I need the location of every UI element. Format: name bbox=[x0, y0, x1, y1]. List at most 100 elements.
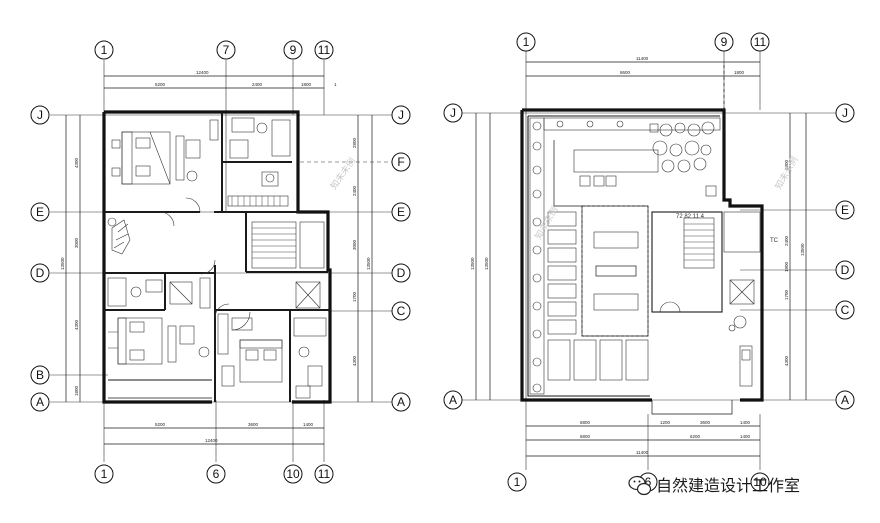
r-dim-top-1: 8600 bbox=[620, 70, 631, 75]
dim-bottom-3: 1400 bbox=[303, 422, 314, 427]
grid-bubble-top-11 bbox=[314, 40, 334, 60]
r-grid-bubble-right-E bbox=[835, 200, 855, 220]
right-floor-plan: 11400 8600 1800 6800 1200 3600 1400 6800… bbox=[443, 32, 855, 492]
tree-cluster bbox=[649, 121, 717, 197]
dim-top-3: 1800 bbox=[301, 82, 312, 87]
grid-bubble-top-7 bbox=[216, 40, 236, 60]
grid-label-right-F: F bbox=[397, 155, 404, 169]
grid-label-right-D: D bbox=[397, 266, 406, 280]
grid-bubble-left-A bbox=[30, 392, 50, 412]
r-grid-label-top-11: 11 bbox=[754, 35, 767, 49]
stair-label: TC bbox=[770, 238, 779, 244]
grid-label-left-A: A bbox=[36, 395, 44, 409]
r-grid-bubble-top-11 bbox=[750, 32, 770, 52]
r-grid-bubble-right-C bbox=[835, 300, 855, 320]
dim-right-1: 2800 bbox=[352, 137, 357, 148]
grid-bubble-bottom-6 bbox=[206, 464, 226, 484]
grid-label-left-D: D bbox=[36, 266, 45, 280]
dim-bottom-total: 12400 bbox=[205, 438, 218, 443]
r-grid-bubble-top-9 bbox=[714, 32, 734, 52]
r-dim-top-2: 1800 bbox=[734, 70, 745, 75]
r-grid-label-right-D: D bbox=[841, 263, 850, 277]
wechat-icon bbox=[628, 475, 652, 496]
dim-left-total: 13500 bbox=[60, 257, 65, 270]
dim-bottom-1: 5200 bbox=[155, 422, 166, 427]
dim-left-4: 1800 bbox=[74, 385, 79, 396]
dim-right-4: 1700 bbox=[352, 291, 357, 302]
dim-left-3: 4300 bbox=[74, 319, 79, 330]
r-dim-bottom-1c: 3600 bbox=[700, 420, 711, 425]
grid-label-bottom-1: 1 bbox=[101, 467, 108, 481]
dim-top-total: 12400 bbox=[196, 70, 209, 75]
r-grid-bubble-bottom-10 bbox=[750, 472, 770, 492]
r-dim-left-1: 13500 bbox=[484, 257, 489, 270]
r-dim-right-1: 4300 bbox=[784, 159, 789, 170]
r-grid-label-bottom-6: 6 bbox=[645, 475, 652, 489]
r-grid-label-right-J: J bbox=[842, 106, 848, 120]
grid-bubble-right-A bbox=[391, 392, 411, 412]
grid-label-right-A: A bbox=[397, 395, 405, 409]
grid-label-top-9: 9 bbox=[290, 43, 297, 57]
r-grid-bubble-right-A bbox=[835, 390, 855, 410]
grid-bubble-top-1 bbox=[94, 40, 114, 60]
r-grid-bubble-bottom-1 bbox=[507, 472, 527, 492]
grid-label-right-E: E bbox=[397, 205, 405, 219]
grid-label-top-11: 11 bbox=[318, 43, 331, 57]
r-grid-bubble-right-D bbox=[835, 260, 855, 280]
grid-label-top-7: 7 bbox=[223, 43, 230, 57]
dim-right-5: 4300 bbox=[352, 355, 357, 366]
r-dim-bottom-1d: 1400 bbox=[740, 420, 751, 425]
grid-bubble-right-C bbox=[391, 301, 411, 321]
grid-bubble-left-J bbox=[30, 105, 50, 125]
r-grid-bubble-left-A bbox=[443, 390, 463, 410]
dim-right-3: 3000 bbox=[352, 239, 357, 250]
grid-bubble-right-F bbox=[391, 152, 411, 172]
r-dim-left-total: 13500 bbox=[470, 257, 475, 270]
dim-right-2: 2400 bbox=[352, 185, 357, 196]
grid-label-left-E: E bbox=[36, 205, 44, 219]
r-dim-right-total: 13500 bbox=[800, 243, 805, 256]
dim-left-1: 4300 bbox=[74, 157, 79, 168]
grid-bubble-left-E bbox=[30, 202, 50, 222]
r-dim-bottom-total: 11400 bbox=[636, 450, 649, 455]
grid-bubble-right-D bbox=[391, 263, 411, 283]
dim-top-2: 2400 bbox=[252, 82, 263, 87]
r-grid-label-right-C: C bbox=[841, 303, 850, 317]
grid-bubble-bottom-1 bbox=[94, 464, 114, 484]
dim-left-2: 3000 bbox=[74, 237, 79, 248]
grid-bubble-right-J bbox=[391, 105, 411, 125]
r-dim-right-5: 4300 bbox=[784, 355, 789, 366]
grid-label-left-B: B bbox=[36, 368, 44, 382]
stair-code: 72 82 11 4 bbox=[676, 214, 705, 220]
r-grid-label-left-A: A bbox=[449, 393, 457, 407]
grid-bubble-right-E bbox=[391, 202, 411, 222]
grid-label-right-C: C bbox=[397, 304, 406, 318]
grid-label-left-J: J bbox=[37, 108, 43, 122]
r-dim-bottom-2c: 1400 bbox=[740, 434, 751, 439]
grid-label-bottom-10: 10 bbox=[286, 467, 300, 481]
watermark-right-2: 知未未例 bbox=[772, 154, 800, 191]
grid-label-bottom-11: 11 bbox=[318, 467, 331, 481]
r-grid-bubble-left-J bbox=[443, 103, 463, 123]
grid-bubble-top-9 bbox=[283, 40, 303, 60]
r-dim-bottom-2b: 6200 bbox=[690, 434, 701, 439]
r-grid-label-bottom-10: 10 bbox=[753, 475, 767, 489]
r-grid-label-right-A: A bbox=[841, 393, 849, 407]
planter-strip bbox=[529, 117, 721, 395]
grid-label-right-J: J bbox=[398, 108, 404, 122]
dim-bottom-2: 3600 bbox=[248, 422, 259, 427]
r-grid-label-left-J: J bbox=[450, 106, 456, 120]
r-dim-right-3: 1900 bbox=[784, 261, 789, 272]
watermark-right: 知未未例 bbox=[532, 204, 560, 241]
r-dim-bottom-1b: 1200 bbox=[660, 420, 671, 425]
brand-text: 自然建造设计工作室 bbox=[656, 476, 800, 495]
r-grid-bubble-right-J bbox=[835, 103, 855, 123]
r-dim-top-total: 11400 bbox=[636, 56, 649, 61]
grid-label-top-1: 1 bbox=[101, 43, 108, 57]
small-label: 1 bbox=[334, 82, 337, 87]
r-dim-right-2: 2400 bbox=[784, 235, 789, 246]
dim-right-total: 13500 bbox=[366, 257, 371, 270]
brand-badge: 自然建造设计工作室 bbox=[628, 475, 800, 496]
r-grid-bubble-top-1 bbox=[516, 32, 536, 52]
